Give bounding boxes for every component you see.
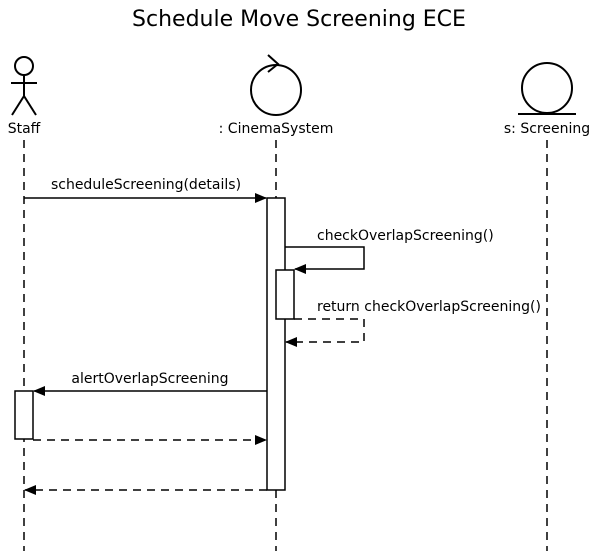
message-label-schedule-screening: scheduleScreening(details) (51, 177, 241, 193)
message-label-check-overlap: checkOverlapScreening() (317, 228, 494, 244)
message-label-return-check-overlap: return checkOverlapScreening() (317, 299, 541, 315)
diagram-title: Schedule Move Screening ECE (132, 7, 466, 32)
screening-lifeline-label: s: Screening (504, 121, 590, 137)
staff-activation-bar (14, 390, 34, 440)
cinema-system-nested-activation-bar (275, 269, 295, 320)
message-label-alert-overlap: alertOverlapScreening (71, 371, 228, 387)
cinema-system-lifeline-label: : CinemaSystem (219, 121, 334, 137)
cinema-system-activation-bar (266, 197, 286, 491)
entity-icon (518, 62, 576, 115)
control-icon (250, 54, 302, 116)
staff-actor-icon (11, 56, 37, 116)
message-arrow-return-check-overlap (285, 318, 365, 347)
message-arrow-check-overlap (285, 246, 365, 274)
staff-lifeline-label: Staff (8, 121, 41, 137)
